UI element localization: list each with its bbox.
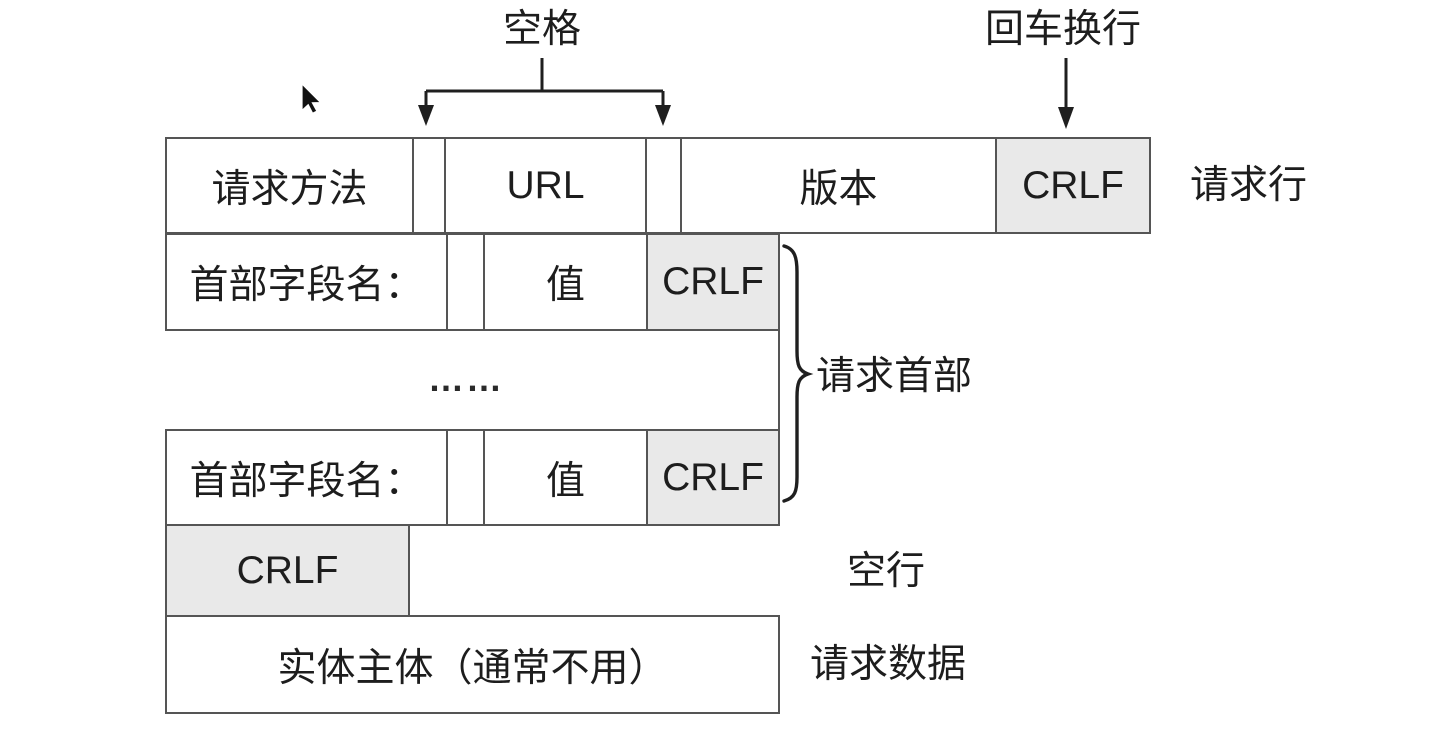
cell-header-space-2 (446, 429, 485, 526)
cell-blank-line-crlf: CRLF (165, 524, 410, 617)
request-data-label: 请求数据 (810, 643, 967, 686)
cell-request-method: 请求方法 (165, 137, 414, 234)
cell-version: 版本 (680, 137, 997, 234)
cell-space-1 (412, 137, 446, 234)
cell-header-space-1 (446, 233, 485, 331)
blank-line-label: 空行 (847, 550, 926, 593)
cell-header-field-name-2: 首部字段名： (165, 429, 448, 526)
space-arrowhead-left (418, 105, 434, 126)
cell-space-2 (645, 137, 682, 234)
cell-entity-body: 实体主体（通常不用） (165, 615, 780, 714)
cell-header-crlf-2: CRLF (646, 429, 780, 526)
cell-request-line-crlf: CRLF (995, 137, 1151, 234)
space-bracket-arrow (424, 58, 665, 108)
cell-header-field-name-1: 首部字段名： (165, 233, 448, 331)
request-headers-label: 请求首部 (816, 355, 973, 398)
cell-header-crlf-1: CRLF (646, 233, 780, 331)
headers-brace (782, 244, 814, 503)
mouse-cursor (301, 82, 323, 115)
crlf-annotation-label: 回车换行 (984, 8, 1141, 51)
crlf-arrowhead (1058, 107, 1074, 129)
space-annotation-label: 空格 (502, 8, 581, 51)
request-line-label: 请求行 (1190, 164, 1308, 207)
space-arrowhead-right (655, 105, 671, 126)
ellipsis-dots: …… (428, 358, 504, 399)
ellipsis-region-right-border (778, 329, 780, 431)
cell-url: URL (444, 137, 647, 234)
cell-header-value-1: 值 (483, 233, 648, 331)
cell-header-value-2: 值 (483, 429, 648, 526)
